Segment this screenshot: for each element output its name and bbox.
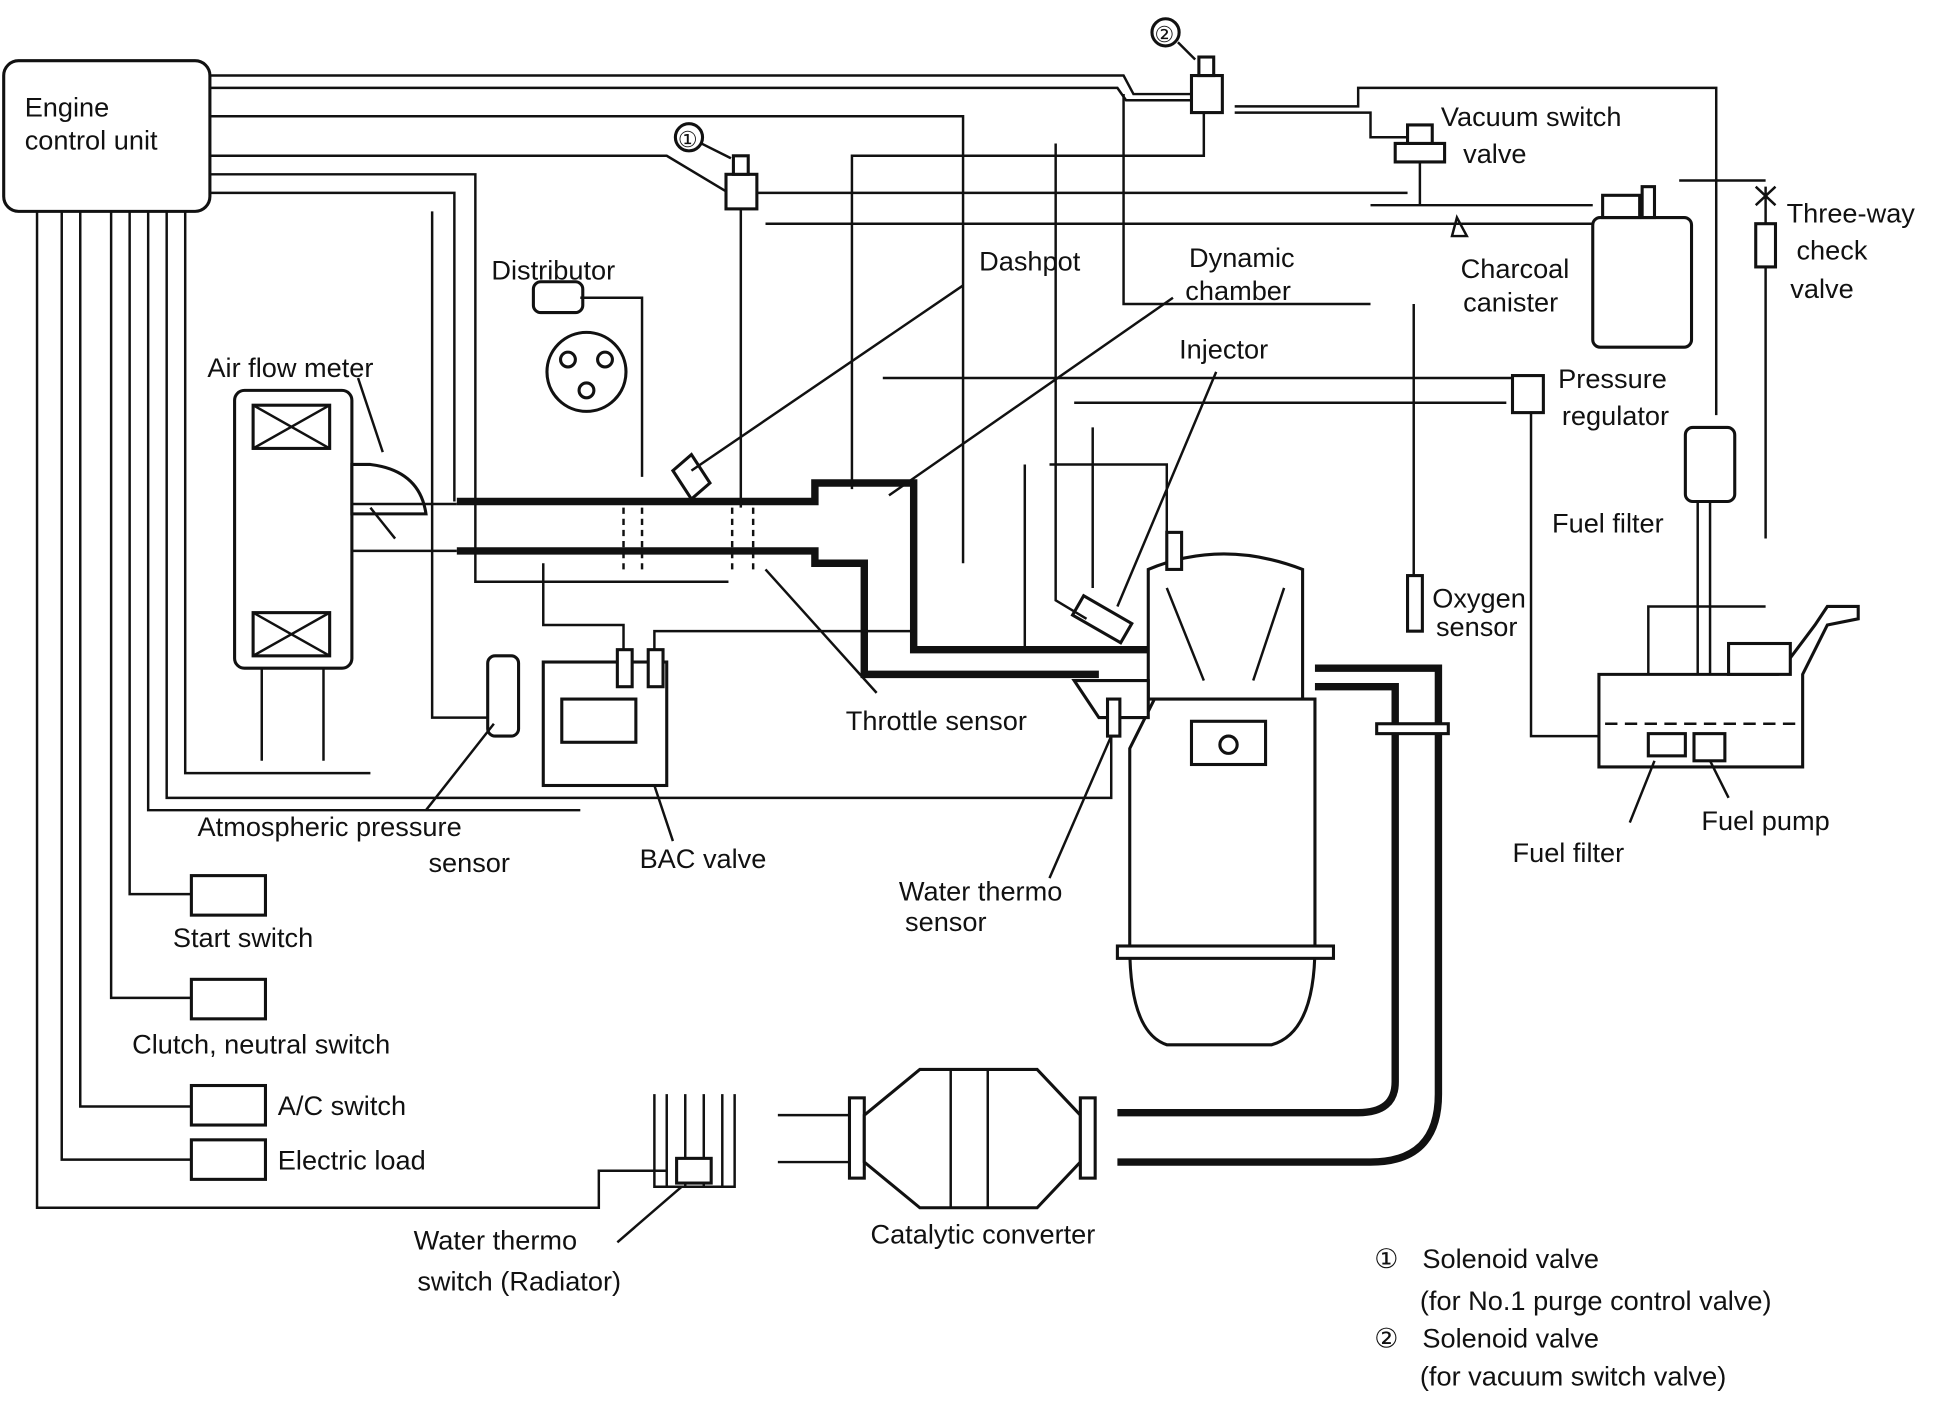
svg-text:(for No.1 purge control valve): (for No.1 purge control valve) [1420, 1285, 1772, 1316]
svg-text:Catalytic converter: Catalytic converter [870, 1219, 1095, 1250]
svg-text:①: ① [1374, 1243, 1398, 1274]
solenoid-valve-2: ② [850, 17, 1224, 490]
three-way-check-valve [1679, 179, 1778, 539]
svg-text:switch (Radiator): switch (Radiator) [417, 1265, 621, 1296]
distributor [531, 280, 644, 477]
svg-text:Charcoal: Charcoal [1461, 253, 1570, 284]
svg-text:Oxygen: Oxygen [1432, 583, 1526, 614]
fuel-tank [1597, 604, 1860, 823]
fuel-filter-upper [1683, 425, 1737, 504]
svg-text:Fuel filter: Fuel filter [1513, 837, 1625, 868]
start-switch-box [189, 874, 268, 917]
svg-text:BAC valve: BAC valve [640, 843, 767, 874]
svg-text:control unit: control unit [25, 125, 158, 156]
legend: ① Solenoid valve (for No.1 purge control… [1374, 1243, 1771, 1391]
air-flow-meter [233, 377, 428, 761]
svg-text:Injector: Injector [1179, 333, 1268, 364]
svg-text:regulator: regulator [1562, 400, 1669, 431]
svg-text:Fuel filter: Fuel filter [1552, 507, 1664, 538]
svg-text:valve: valve [1790, 273, 1853, 304]
svg-text:②: ② [1154, 22, 1174, 47]
svg-text:canister: canister [1463, 286, 1558, 317]
svg-text:Engine: Engine [25, 91, 110, 122]
bac-valve [541, 563, 914, 842]
svg-text:Fuel pump: Fuel pump [1701, 805, 1829, 836]
svg-text:Water thermo: Water thermo [414, 1225, 577, 1256]
svg-text:Clutch, neutral switch: Clutch, neutral switch [132, 1028, 390, 1059]
svg-text:Solenoid valve: Solenoid valve [1422, 1322, 1599, 1353]
svg-text:Dynamic: Dynamic [1189, 242, 1295, 273]
injector [1070, 593, 1134, 645]
svg-text:Solenoid valve: Solenoid valve [1422, 1243, 1599, 1274]
wiring-harness [35, 74, 1718, 1209]
svg-text:Start switch: Start switch [173, 922, 313, 953]
svg-text:Air flow meter: Air flow meter [207, 352, 373, 383]
catalytic-converter [862, 1067, 1082, 1210]
svg-text:Atmospheric pressure: Atmospheric pressure [198, 811, 462, 842]
atmospheric-pressure-sensor [486, 654, 521, 738]
svg-text:sensor: sensor [1436, 611, 1518, 642]
vacuum-switch-valve [1393, 123, 1447, 164]
svg-text:Throttle sensor: Throttle sensor [846, 705, 1027, 736]
svg-text:Water thermo: Water thermo [899, 875, 1062, 906]
svg-text:Pressure: Pressure [1558, 363, 1667, 394]
svg-text:check: check [1796, 235, 1867, 266]
svg-text:①: ① [678, 127, 698, 152]
electric-load-box [189, 1138, 268, 1181]
svg-text:sensor: sensor [428, 847, 510, 878]
exhaust-system [777, 303, 1450, 1210]
svg-text:②: ② [1374, 1322, 1398, 1353]
pressure-regulator [1510, 374, 1545, 415]
dashpot [670, 452, 712, 502]
svg-text:A/C switch: A/C switch [278, 1090, 406, 1121]
svg-text:Vacuum switch: Vacuum switch [1441, 101, 1622, 132]
svg-text:Electric load: Electric load [278, 1144, 426, 1175]
svg-text:Dashpot: Dashpot [979, 246, 1081, 277]
ac-switch-box [189, 1083, 268, 1127]
switch-boxes [189, 874, 268, 1181]
svg-text:(for vacuum switch valve): (for vacuum switch valve) [1420, 1361, 1726, 1392]
charcoal-canister [1591, 185, 1694, 349]
svg-text:Distributor: Distributor [491, 254, 615, 285]
svg-text:chamber: chamber [1185, 275, 1291, 306]
svg-text:sensor: sensor [905, 906, 987, 937]
svg-text:valve: valve [1463, 138, 1526, 169]
radiator [616, 1094, 736, 1244]
engine-control-unit: Engine control unit [2, 59, 212, 213]
component-labels: Vacuum switch valve Three-way check valv… [132, 101, 1915, 1296]
svg-text:Three-way: Three-way [1787, 197, 1916, 228]
water-thermo-sensor [1105, 697, 1122, 738]
solenoid-valve-1: ① [673, 122, 1408, 508]
clutch-switch-box [189, 977, 268, 1021]
intake-manifold [351, 479, 1149, 679]
oxygen-sensor [1406, 574, 1424, 633]
engine-block [1071, 552, 1336, 1047]
